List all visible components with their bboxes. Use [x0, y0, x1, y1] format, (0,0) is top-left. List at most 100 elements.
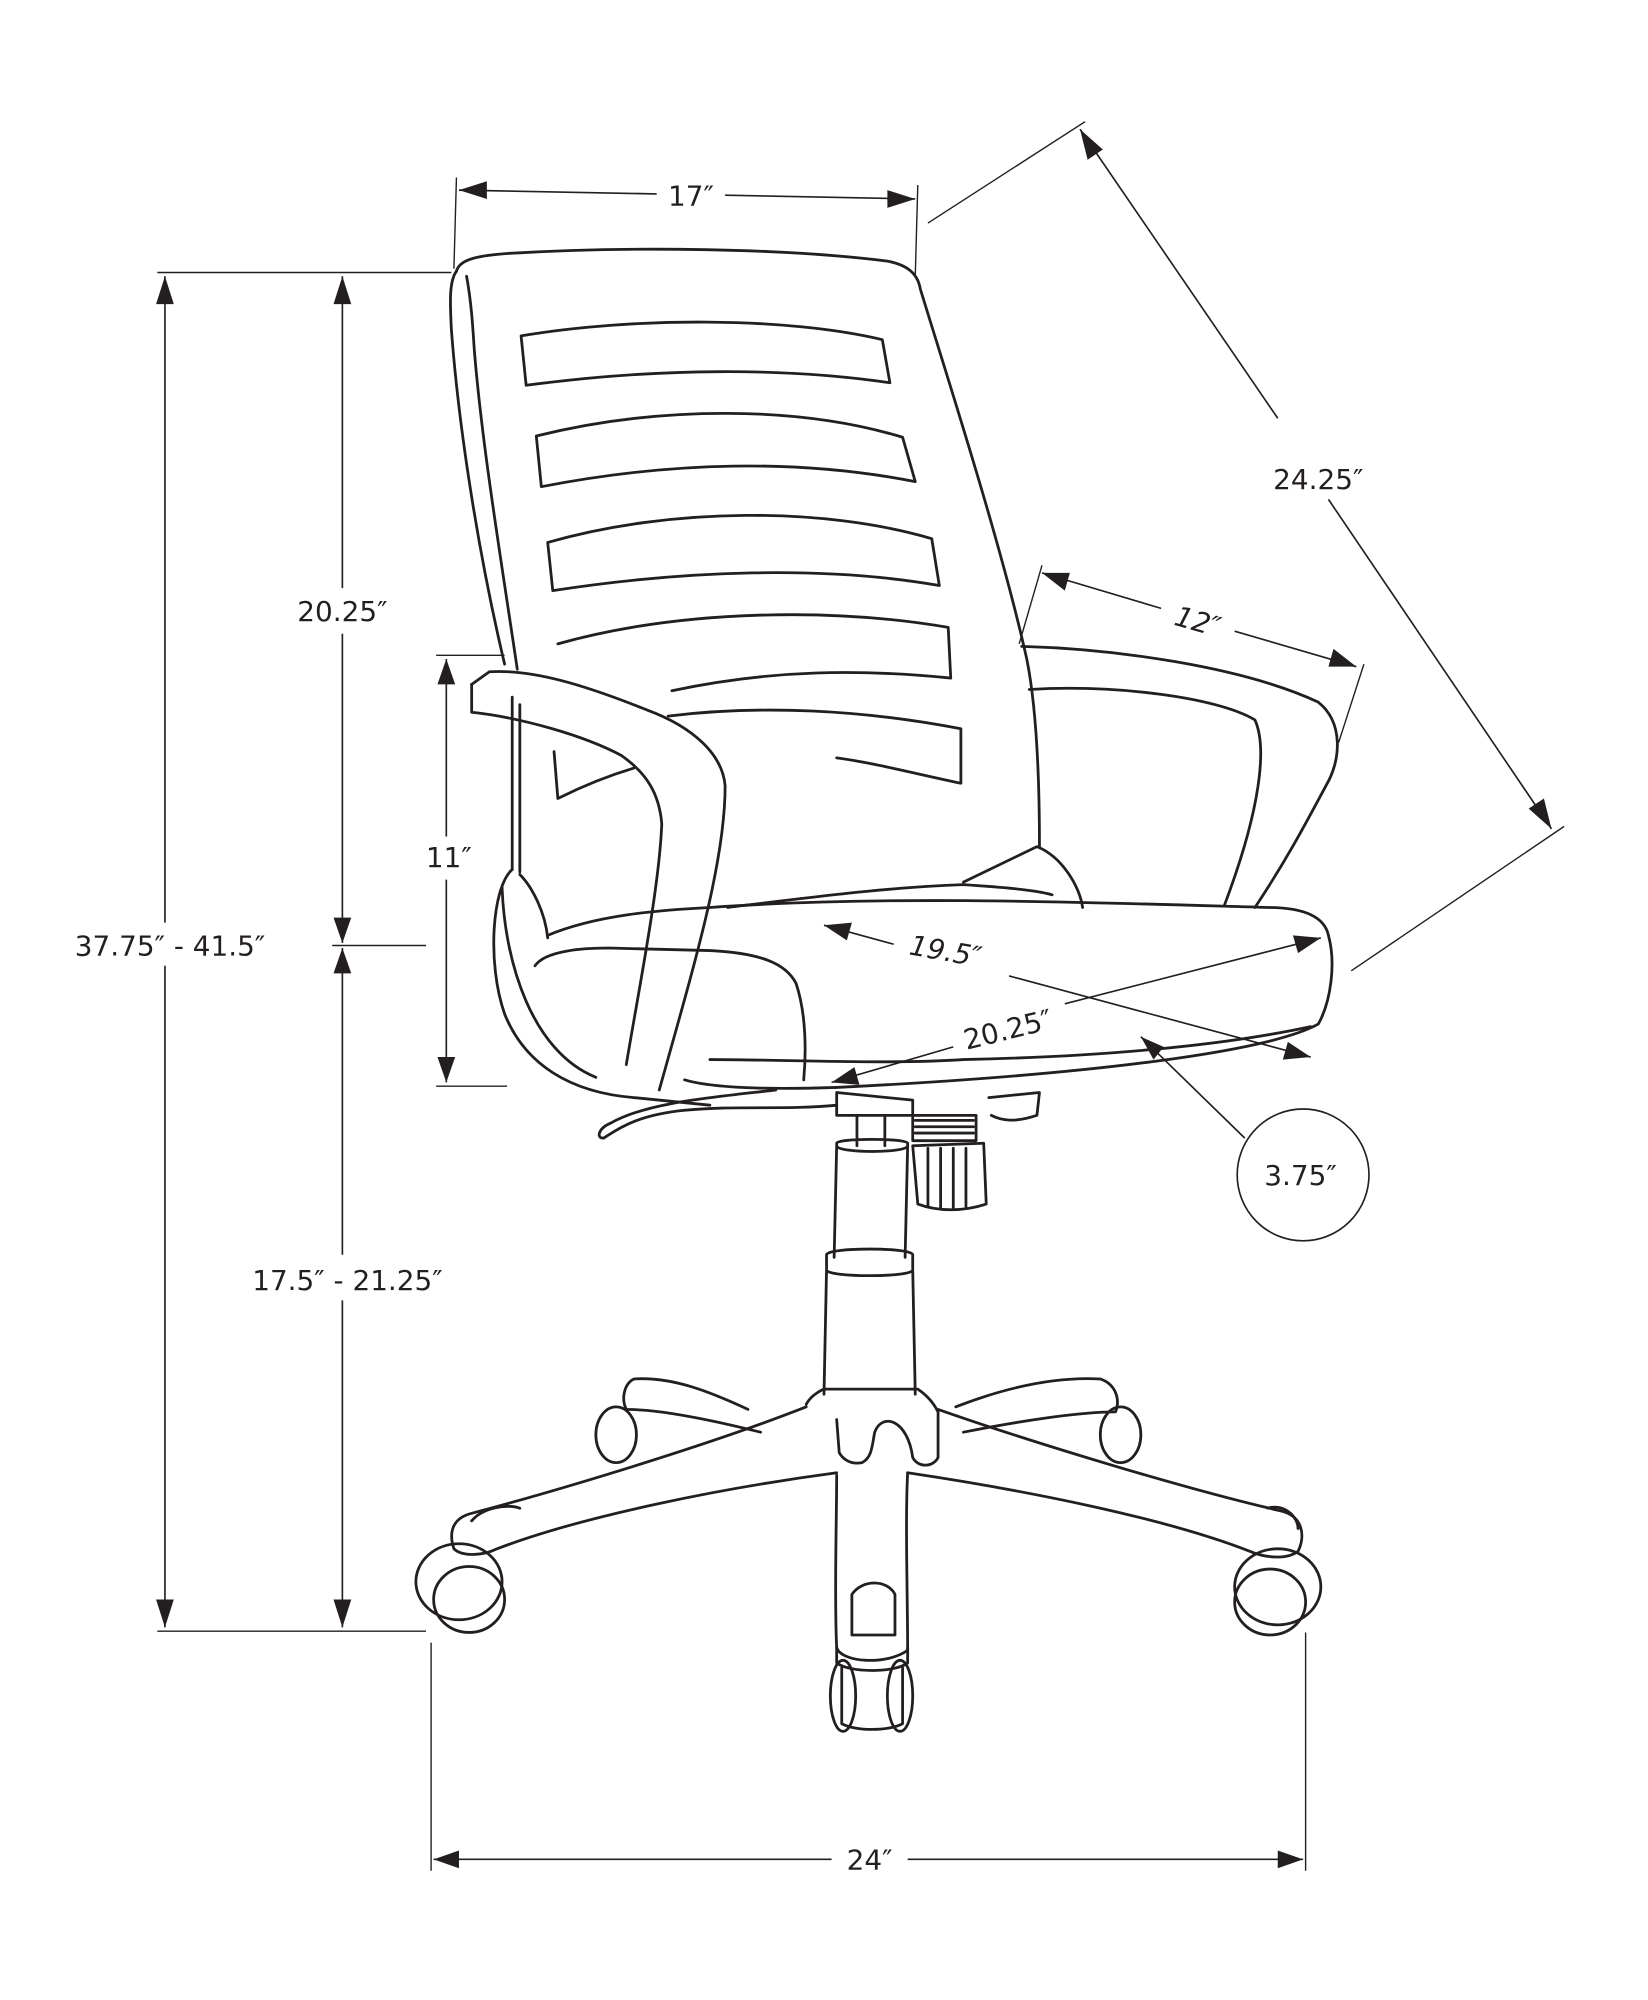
base-hub — [804, 1387, 940, 1467]
dim-seat-height: 17.5″ - 21.25″ — [252, 948, 443, 1628]
ext-line — [927, 121, 1086, 224]
arrowhead-bottom — [333, 917, 352, 943]
seat — [533, 883, 1334, 1090]
dim-armrest-height: 11″ — [426, 654, 508, 1087]
arrowhead-top — [1080, 129, 1103, 160]
arrowhead-left — [1041, 572, 1070, 591]
arrowhead-left — [831, 1067, 860, 1085]
caster-right-housing — [1233, 1547, 1323, 1627]
caster-right — [1233, 1547, 1323, 1637]
caster-front — [828, 1646, 915, 1733]
ext-line — [1350, 825, 1565, 972]
label-seat-thickness: 3.75″ — [1264, 1159, 1336, 1192]
ext-line — [1018, 565, 1043, 645]
dim-line — [458, 189, 657, 195]
arrowhead-bottom — [156, 1599, 174, 1628]
caster-left — [414, 1542, 507, 1634]
base-arm-front — [834, 1471, 910, 1662]
label-seat-depth: 19.5″ — [907, 929, 985, 974]
armrest-right-outline — [1020, 644, 1339, 909]
dim-base-width: 24″ — [430, 1632, 1307, 1876]
caster-left-wheel — [432, 1565, 507, 1634]
arrowhead-top — [333, 948, 352, 974]
dim-seat-thickness: 3.75″ — [1140, 1036, 1370, 1242]
ext-line — [1337, 663, 1365, 743]
tension-knob-ridges — [913, 1119, 975, 1211]
backrest-slot-3 — [546, 513, 941, 593]
backrest-slot-5 — [552, 708, 963, 800]
arrowhead-right — [1292, 935, 1321, 954]
dim-overall-height: 37.75″ - 41.5″ — [75, 271, 452, 1632]
dim-line — [1327, 498, 1553, 830]
dim-backrest-height: 20.25″ — [297, 276, 427, 947]
arrowhead-top — [333, 276, 352, 305]
backrest-slot-1 — [519, 320, 892, 387]
seat-left-cushion — [533, 946, 807, 1082]
arrowhead-bottom — [437, 1057, 456, 1083]
seat-top — [546, 899, 1330, 937]
arrowhead-left — [824, 922, 852, 941]
caster-back-left — [594, 1405, 638, 1465]
backrest-left-edge — [449, 269, 519, 671]
armrest-left — [470, 670, 727, 1107]
dimension-lines: 17″ 24.25″ 12″ — [75, 121, 1565, 1876]
lumbar-support — [962, 845, 1084, 909]
label-backrest-height: 20.25″ — [297, 595, 387, 628]
seat-bottom-edge — [708, 1025, 1313, 1064]
caster-left-housing — [414, 1542, 504, 1622]
chair — [414, 247, 1339, 1733]
arrowhead-top — [437, 659, 456, 685]
cylinder-lower — [822, 1247, 917, 1396]
label-seat-height: 17.5″ - 21.25″ — [252, 1264, 442, 1297]
dim-line — [1008, 975, 1311, 1058]
base-arm-back-left — [622, 1377, 763, 1434]
caster-back-right-wheel — [1098, 1405, 1143, 1465]
base-arm-pads — [470, 1504, 1300, 1637]
tension-knob — [911, 1113, 988, 1212]
label-armrest-height: 11″ — [426, 841, 472, 874]
callout-circle — [1236, 1108, 1370, 1242]
backrest-outline — [455, 247, 1041, 849]
base-arm-right — [906, 1407, 1304, 1559]
arrowhead-right — [1328, 648, 1357, 667]
backrest — [449, 247, 1084, 909]
backrest-slot-4 — [556, 613, 953, 693]
arrowhead-top — [156, 276, 174, 305]
label-overall-depth: 24.25″ — [1273, 463, 1363, 496]
label-armrest-length: 12″ — [1171, 599, 1225, 644]
base-arm-back-right — [954, 1377, 1119, 1434]
armrest-left-underside — [470, 683, 664, 1067]
armrest-left-loop — [492, 868, 712, 1107]
dim-line — [1079, 128, 1279, 419]
armrest-right-inner — [1027, 687, 1263, 907]
arrowhead-bottom — [333, 1599, 352, 1628]
label-base-width: 24″ — [847, 1843, 893, 1876]
dim-backrest-width: 17″ — [453, 177, 919, 277]
seat-side-panel — [726, 883, 1054, 909]
ext-line — [914, 185, 919, 277]
label-overall-height: 37.75″ - 41.5″ — [75, 930, 265, 963]
arrowhead-bottom — [1528, 798, 1552, 829]
backrest-slot-2 — [534, 411, 917, 489]
dim-armrest-length: 12″ — [1018, 565, 1365, 743]
arrowhead-right — [1282, 1041, 1311, 1060]
caster-back-left-wheel — [594, 1405, 638, 1465]
arrowhead — [1140, 1036, 1164, 1060]
label-seat-width: 20.25″ — [960, 1003, 1056, 1057]
caster-back-right — [1098, 1405, 1143, 1465]
caster-right-wheel — [1233, 1567, 1308, 1637]
arrowhead-left — [458, 181, 487, 199]
armrest-left-support — [510, 695, 522, 874]
arrowhead-right — [887, 190, 916, 208]
casters — [414, 1405, 1323, 1733]
caster-front-wheel-left — [828, 1658, 858, 1733]
ext-line — [453, 177, 458, 269]
tilt-lever — [597, 1088, 839, 1140]
star-base — [450, 1377, 1304, 1662]
label-backrest-width: 17″ — [668, 179, 714, 212]
seat-mechanism — [597, 1088, 1041, 1212]
seat-front-edge — [683, 933, 1334, 1090]
arrowhead-left — [433, 1850, 459, 1869]
